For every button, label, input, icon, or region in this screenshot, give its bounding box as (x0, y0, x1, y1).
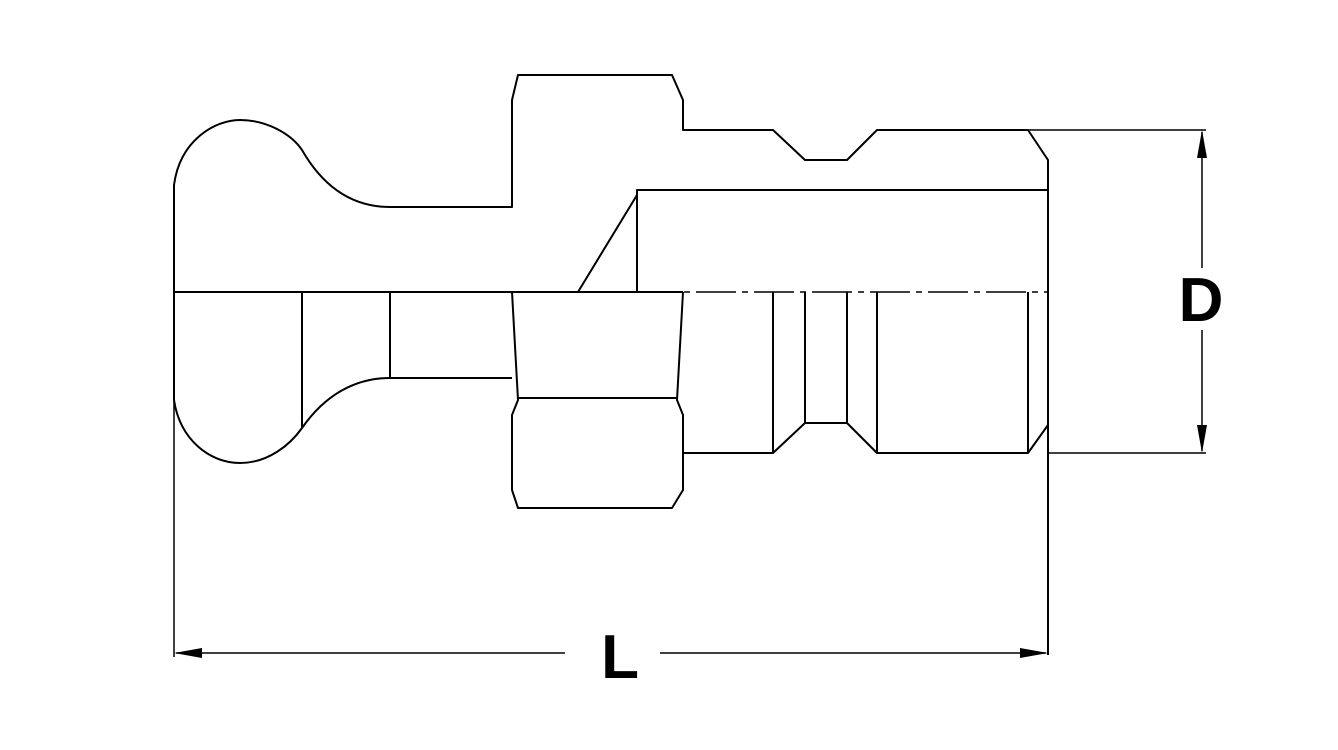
arrow-right-icon (1020, 648, 1048, 658)
diameter-label: D (1179, 266, 1224, 335)
section-upper-half (173, 74, 1049, 293)
arrow-down-icon (1197, 425, 1207, 453)
hex-nut (511, 291, 684, 509)
arrow-left-icon (174, 648, 202, 658)
diameter-dimension: D (1028, 129, 1224, 454)
length-label: L (601, 623, 639, 692)
exterior-lower-half (173, 291, 1049, 655)
length-dimension: L (173, 400, 1048, 692)
ball-end (173, 292, 512, 464)
arrow-up-icon (1197, 130, 1207, 158)
hatched-section (173, 74, 1049, 293)
nipple-body (683, 292, 1049, 655)
